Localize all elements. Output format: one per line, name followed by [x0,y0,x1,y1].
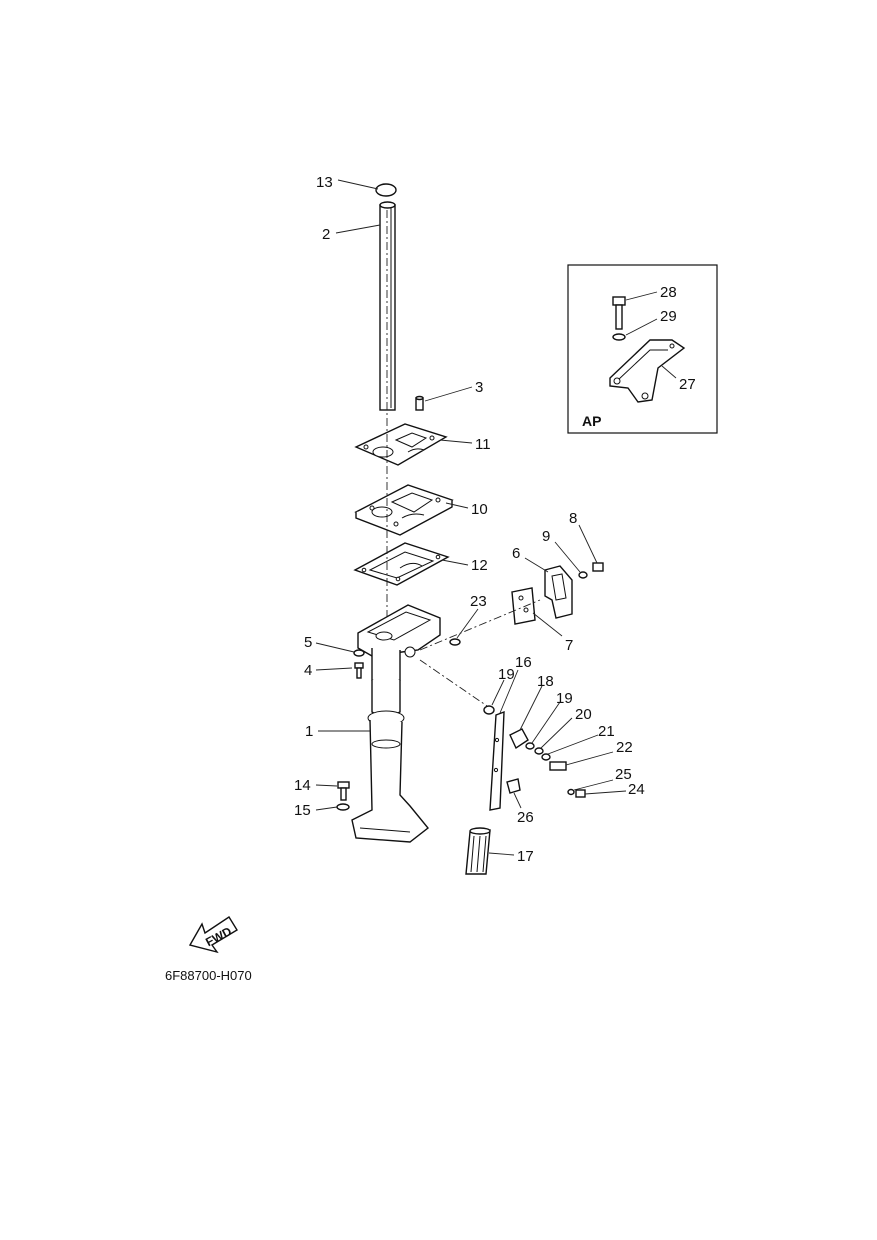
part-25-washer [567,788,575,796]
callout-28: 28 [660,284,677,301]
callout-22: 22 [616,739,633,756]
drawing-code: 6F88700-H070 [165,968,252,983]
inset-label: AP [582,413,601,429]
callout-7: 7 [565,637,573,654]
part-24-screw [575,789,586,798]
callout-29: 29 [660,308,677,325]
callout-14: 14 [294,777,311,794]
callout-19-a: 19 [498,666,515,683]
callout-3: 3 [475,379,483,396]
callout-1: 1 [305,723,313,740]
callout-5: 5 [304,634,312,651]
callout-15: 15 [294,802,311,819]
callout-17: 17 [517,848,534,865]
part-12-gasket [353,542,450,586]
part-16-arm [489,710,505,811]
part-13-cap [375,183,397,197]
callout-26: 26 [517,809,534,826]
callout-19-b: 19 [556,690,573,707]
callout-16: 16 [515,654,532,671]
part-28-bolt [612,296,626,330]
part-8-screw [592,562,604,572]
part-26-clip [506,778,521,794]
callout-labels: 13 2 3 11 10 12 8 9 6 7 23 5 4 19 16 18 … [294,174,696,865]
part-20-spring [534,747,544,755]
part-2-shaft-tube [379,201,396,411]
part-4-bolt [354,662,364,679]
part-19-washer-b [525,742,535,750]
callout-9: 9 [542,528,550,545]
part-10-mount-plate [354,484,454,536]
callout-20: 20 [575,706,592,723]
part-21-washer [541,753,551,761]
callout-6: 6 [512,545,520,562]
fwd-arrow-icon: FWD [188,916,238,954]
part-5-nut [353,649,365,657]
callout-18: 18 [537,673,554,690]
inset-ap: AP [567,264,718,434]
callout-10: 10 [471,501,488,518]
callout-27: 27 [679,376,696,393]
part-29-washer [612,333,626,341]
part-17-grip [465,827,491,875]
part-14-bolt [337,781,350,801]
leader-lines [315,179,677,856]
part-11-gasket [354,423,448,466]
callout-25: 25 [615,766,632,783]
callout-12: 12 [471,557,488,574]
part-7-plate [511,587,536,625]
part-18-plate [509,728,529,750]
callout-13: 13 [316,174,333,191]
callout-2: 2 [322,226,330,243]
part-23-nut [449,638,461,646]
callout-8: 8 [569,510,577,527]
part-19-washer-a [483,705,495,715]
part-15-washer [336,803,350,811]
part-27-bracket [609,339,686,403]
part-1-upper-casing [351,604,441,843]
link-line-arm [419,659,491,709]
callout-21: 21 [598,723,615,740]
callout-11: 11 [475,436,491,453]
link-line-bracket [419,599,541,651]
part-3-pin [415,395,424,411]
callout-24: 24 [628,781,645,798]
part-9-washer [578,571,588,579]
part-6-bracket [544,565,573,619]
callout-23: 23 [470,593,487,610]
part-22-bolt [549,761,567,771]
callout-4: 4 [304,662,312,679]
